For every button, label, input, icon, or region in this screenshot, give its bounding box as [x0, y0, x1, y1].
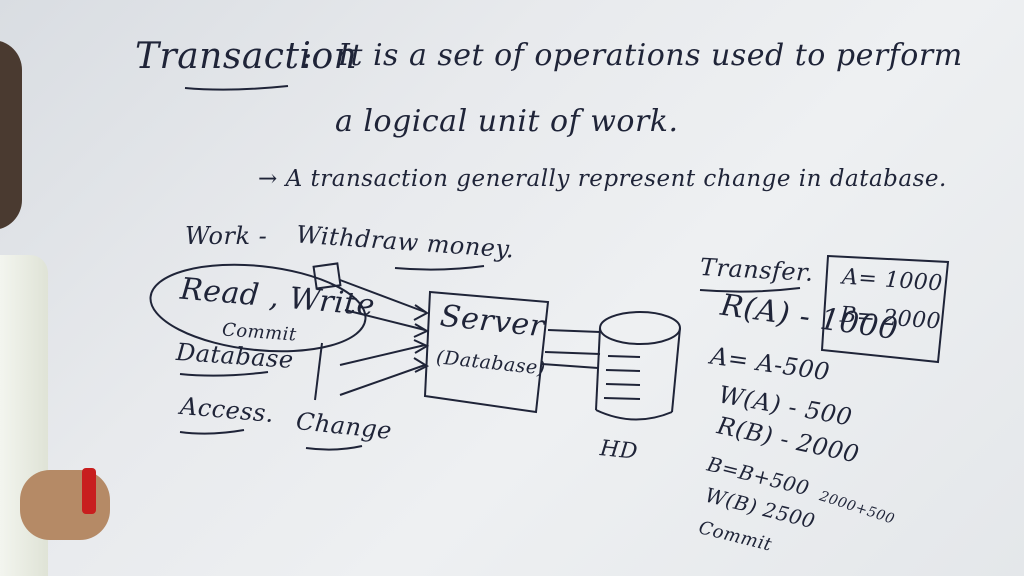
title-definition: It is a set of operations used to perfor… [338, 38, 963, 73]
hd-label: HD [598, 436, 640, 465]
arrow-1 [339, 279, 426, 313]
transfer-label: Transfer. [699, 253, 815, 287]
money-underline [394, 265, 485, 271]
teacher-head [0, 40, 22, 230]
read-write-ellipse [149, 263, 367, 353]
title-term: Transaction [135, 36, 358, 77]
hard-disk-cylinder [595, 311, 681, 421]
change-line [314, 342, 323, 401]
arrow-4 [339, 364, 426, 396]
title-colon: : [302, 40, 313, 75]
work-label: Work - [185, 222, 268, 250]
arrow-3 [339, 344, 426, 366]
red-marker [82, 468, 96, 514]
title-underline [184, 85, 289, 91]
teacher-figure [0, 40, 110, 576]
teacher-hand [20, 470, 110, 540]
title-line-2: a logical unit of work. [335, 104, 679, 139]
balance-box [820, 254, 950, 364]
arrow-2 [344, 309, 426, 331]
server-box [423, 290, 550, 414]
definition-note: → A transaction generally represent chan… [258, 166, 947, 192]
